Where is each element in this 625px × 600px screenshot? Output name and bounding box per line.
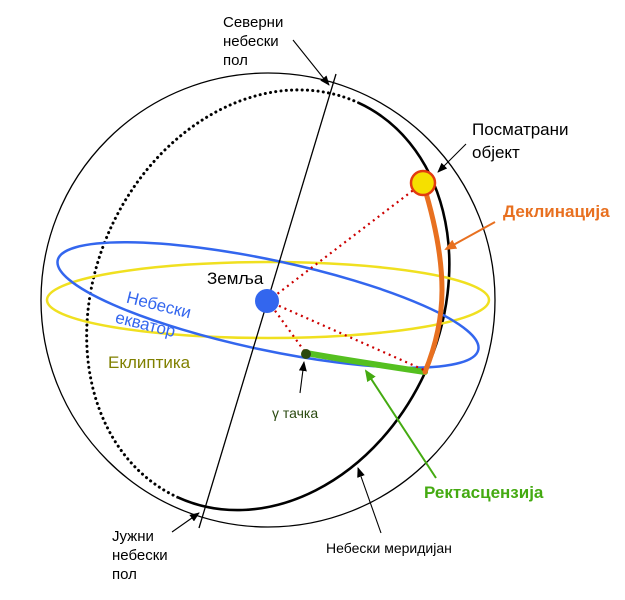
right-ascension-arrow	[364, 369, 437, 479]
meridian-arrow	[357, 467, 382, 534]
declination-arc	[420, 180, 445, 375]
celestial-sphere	[40, 72, 496, 528]
ecliptic-label: Еклиптика	[108, 353, 191, 372]
observed-object-dot	[409, 169, 437, 197]
earth-label: Земља	[207, 269, 264, 288]
observed-object-arrow	[437, 143, 467, 173]
right-ascension-arc	[303, 350, 428, 375]
north-pole-label: Северни небески пол	[223, 14, 288, 69]
ecliptic-ring	[45, 260, 491, 340]
celestial-equator-ring	[56, 241, 480, 369]
earth-dot	[255, 289, 279, 313]
north-pole-arrow	[292, 39, 330, 86]
declination-arrow	[444, 221, 496, 250]
south-pole-arrow	[171, 512, 200, 533]
gamma-point-dot	[301, 349, 311, 359]
south-pole-label: Јужни небески пол	[112, 528, 172, 583]
gamma-point-arrow	[298, 361, 307, 394]
declination-label: Деклинација	[503, 202, 610, 221]
celestial-meridian-label: Небески меридијан	[326, 540, 452, 556]
guide-lines	[267, 184, 425, 372]
right-ascension-label: Ректасцензија	[424, 483, 544, 502]
observed-object-label: Посматрани објект	[472, 120, 573, 162]
gamma-point-label: γ тачка	[272, 405, 318, 421]
